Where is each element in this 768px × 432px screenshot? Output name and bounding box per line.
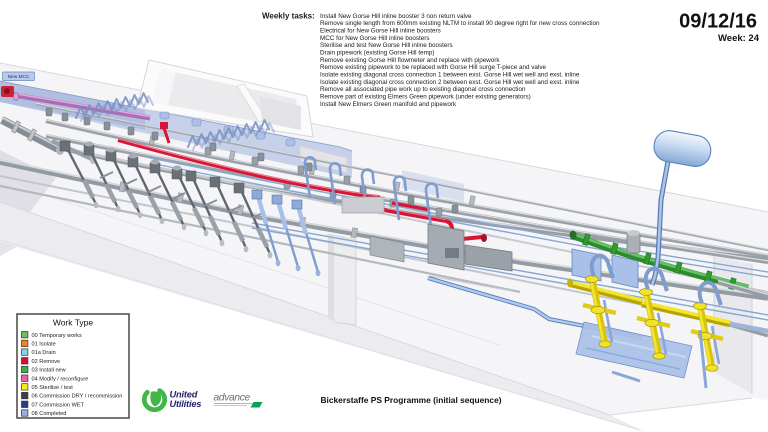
svg-text:Bickerstaffe PS Programme (ini: Bickerstaffe PS Programme (initial seque… [320,395,501,405]
svg-text:Remove all associated pipe wor: Remove all associated pipe work up to ex… [320,86,526,93]
svg-text:Remove part of existing Elmers: Remove part of existing Elmers Green pip… [320,93,531,100]
svg-text:06 Commission DRY / recommissi: 06 Commission DRY / recommission [32,394,123,400]
svg-text:Work Type: Work Type [53,318,94,328]
svg-text:05 Sterilise / test: 05 Sterilise / test [32,385,74,391]
svg-text:09/12/16: 09/12/16 [679,11,757,33]
svg-text:02 Remove: 02 Remove [32,359,61,365]
svg-text:advance: advance [214,393,251,404]
svg-text:03 Install new: 03 Install new [32,368,67,374]
svg-text:00 Temporary works: 00 Temporary works [32,333,82,339]
svg-text:Isolate existing diagonal cros: Isolate existing diagonal cross connecti… [320,79,580,86]
svg-text:Remove single length from 600m: Remove single length from 600mm existing… [320,20,600,27]
svg-text:Remove existing Gorse Hill flo: Remove existing Gorse Hill flowmeter and… [320,57,500,64]
svg-text:Electrical for New Gorse Hill: Electrical for New Gorse Hill inline boo… [320,28,441,35]
svg-text:Utilities: Utilities [170,399,202,409]
svg-text:04 Modify / reconfigure: 04 Modify / reconfigure [32,376,89,382]
svg-text:Remove existing pipework to be: Remove existing pipework to be replaced … [320,64,546,71]
svg-text:08 Completed: 08 Completed [32,411,67,417]
svg-text:Install New Elmers Green manif: Install New Elmers Green manifold and pi… [320,101,457,108]
svg-text:MCC for New Gorse Hill inline: MCC for New Gorse Hill inline boosters [320,35,430,42]
svg-text:07 Commission WET: 07 Commission WET [32,402,85,408]
svg-text:01 Isolate: 01 Isolate [32,342,56,348]
svg-text:01a Drain: 01a Drain [32,350,56,356]
svg-text:Weekly tasks:: Weekly tasks: [262,12,315,21]
svg-text:Sterilise and test New Gorse H: Sterilise and test New Gorse Hill inline… [320,42,453,49]
svg-text:Drain pipework (existing Gorse: Drain pipework (existing Gorse Hill temp… [320,50,434,57]
svg-text:Isolate existing diagonal cros: Isolate existing diagonal cross connecti… [320,71,580,78]
svg-text:United: United [170,390,198,400]
svg-text:New MCC: New MCC [8,74,30,80]
svg-text:Week: 24: Week: 24 [718,33,760,44]
svg-text:Install New Gorse Hill inline: Install New Gorse Hill inline booster 3 … [320,13,472,20]
